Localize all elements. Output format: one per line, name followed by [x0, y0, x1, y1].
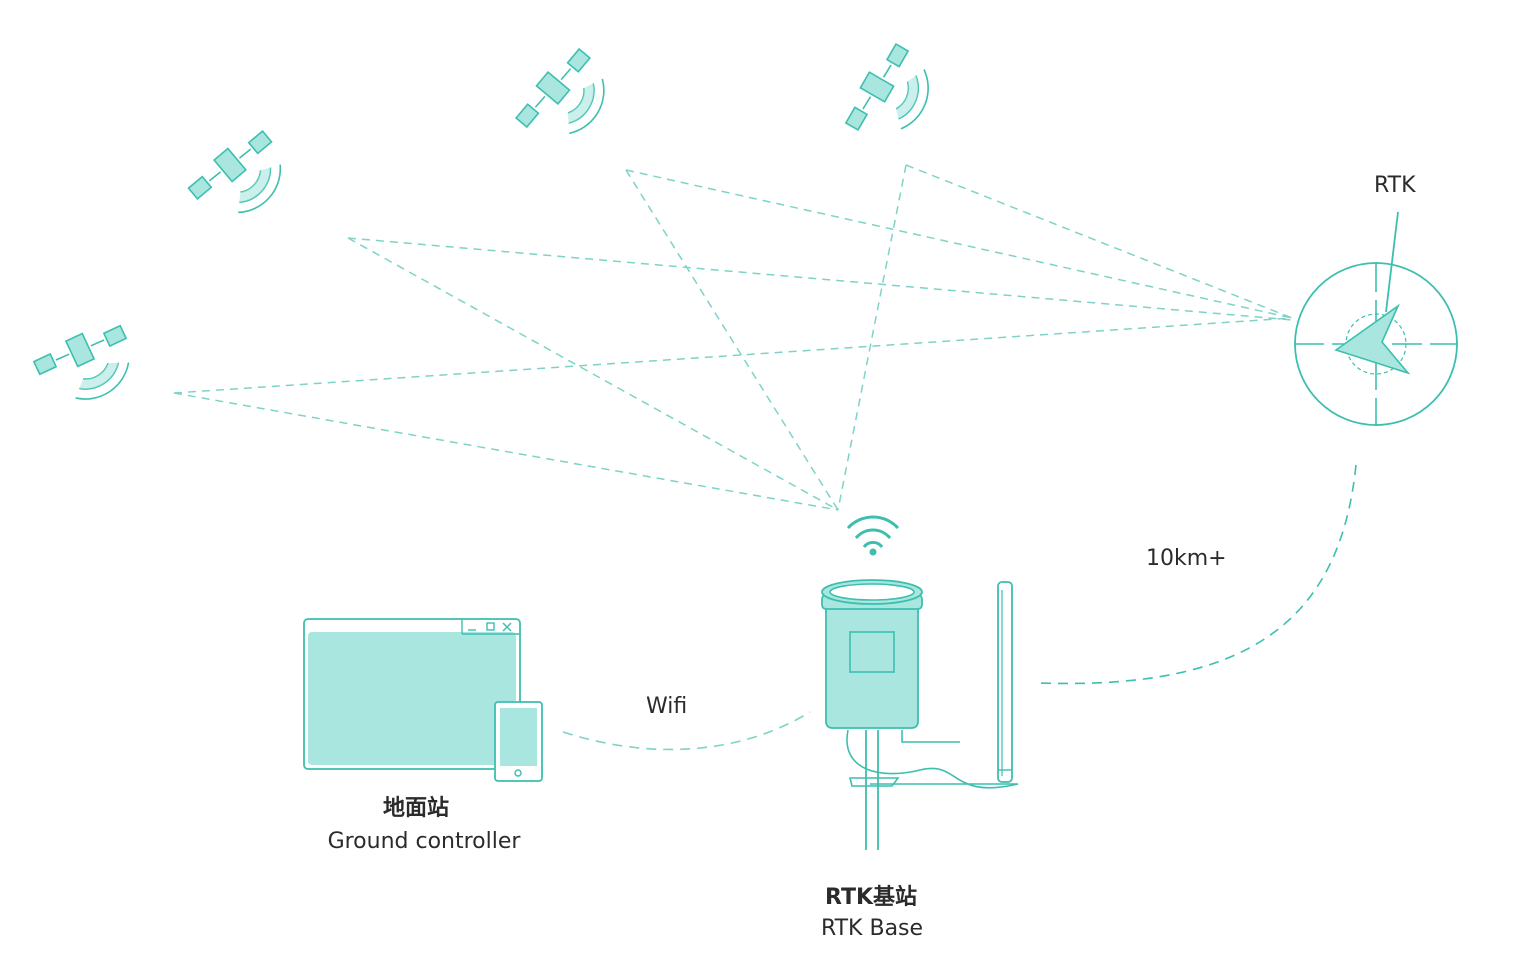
- ground-controller-en-label: Ground controller: [327, 829, 521, 854]
- rtk-base-en-label: RTK Base: [820, 916, 924, 941]
- tablet-icon: [494, 701, 543, 782]
- rtk-base-station-icon: [821, 579, 1019, 850]
- wifi-link: [562, 711, 811, 751]
- compass-icon: [1294, 211, 1458, 426]
- rtk-base-cn-label: RTK基站: [824, 885, 918, 910]
- satellite-icon: [502, 44, 615, 147]
- ground-controller-icon: [303, 618, 521, 770]
- wifi-label: Wifi: [646, 694, 688, 719]
- range-label: 10km+: [1146, 546, 1227, 571]
- antenna-icon: [997, 581, 1013, 783]
- satellite-icon: [183, 129, 285, 218]
- rtk-rover-label: RTK: [1374, 173, 1416, 198]
- satellite-icon: [823, 37, 944, 150]
- signal-lines: [173, 164, 1293, 511]
- satellite-icon: [28, 311, 136, 407]
- ground-controller-cn-label: 地面站: [382, 796, 450, 821]
- radio-link: [1039, 464, 1357, 685]
- wifi-signal-icon: [846, 515, 900, 556]
